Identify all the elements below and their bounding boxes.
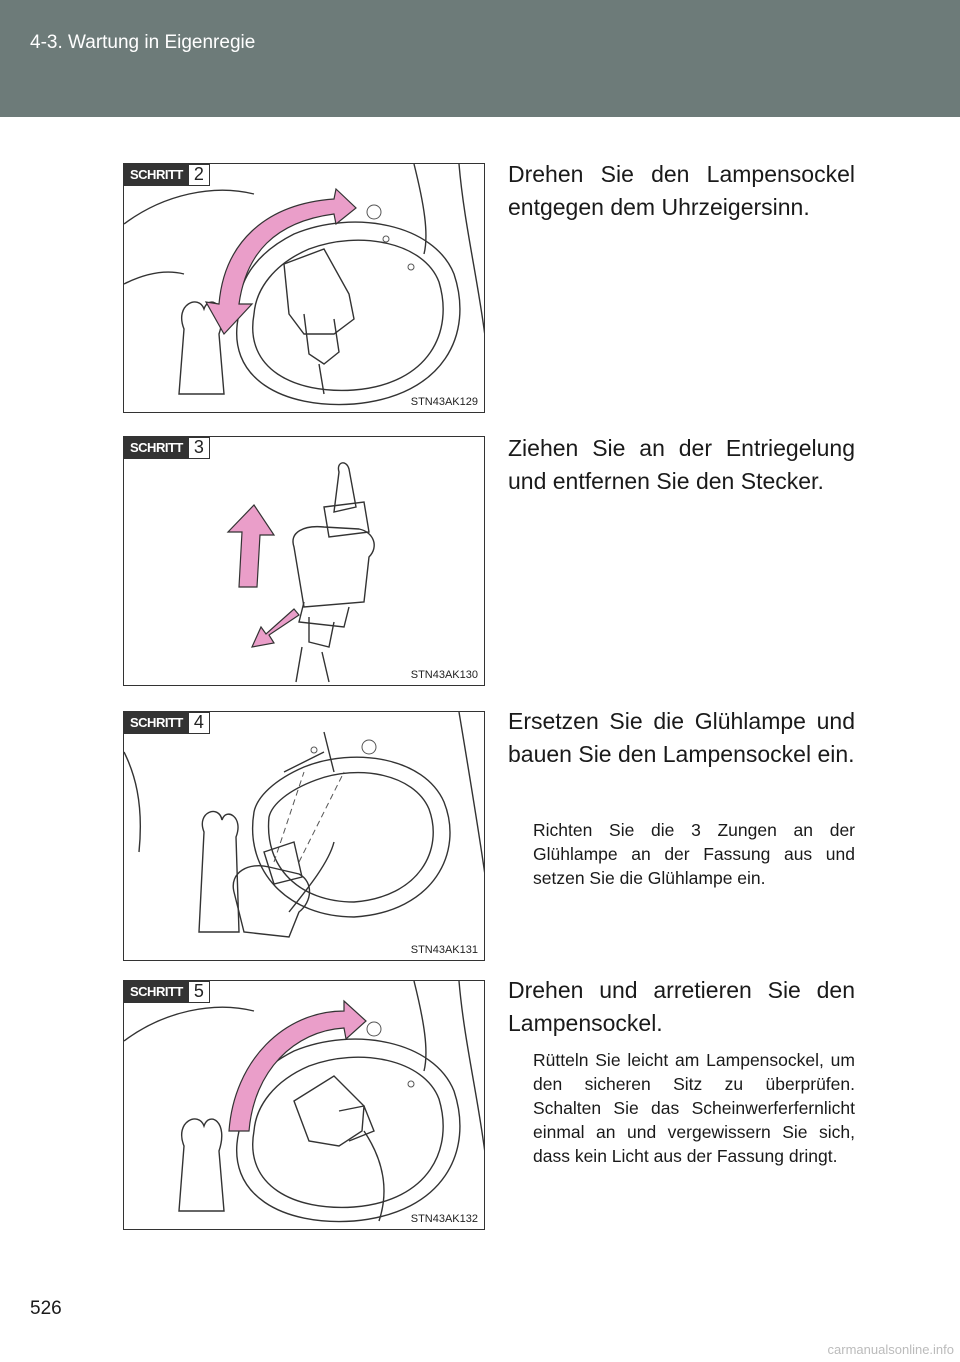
step-badge: SCHRITT 5 xyxy=(124,981,210,1003)
step-3-title: Ziehen Sie an der Entriegelung und entfe… xyxy=(508,435,855,494)
section-header: 4-3. Wartung in Eigenregie xyxy=(0,0,960,117)
footer-watermark[interactable]: carmanualsonline.info xyxy=(827,1342,954,1357)
step-5-note: Rütteln Sie leicht am Lampensockel, um d… xyxy=(533,1050,855,1166)
figure-step-2: SCHRITT 2 STN43AK129 xyxy=(123,163,485,413)
step-badge: SCHRITT 3 xyxy=(124,437,210,459)
step-badge: SCHRITT 2 xyxy=(124,164,210,186)
section-title: 4-3. Wartung in Eigenregie xyxy=(30,32,256,53)
figure-code: STN43AK131 xyxy=(410,944,478,956)
step-5-title: Drehen und arretieren Sie den Lampensock… xyxy=(508,977,855,1036)
illustration-bulb-connector-removal xyxy=(226,462,375,683)
step-badge: SCHRITT 4 xyxy=(124,712,210,734)
step-2-title: Drehen Sie den Lampensockel entgegen dem… xyxy=(508,161,855,220)
figure-code: STN43AK130 xyxy=(410,669,478,681)
figure-step-3: SCHRITT 3 STN43AK130 xyxy=(123,436,485,686)
step-4-title: Ersetzen Sie die Glühlampe und bauen Sie… xyxy=(508,708,855,767)
illustration-headlight-rotate-lock xyxy=(124,981,484,1223)
figure-step-5: SCHRITT 5 STN43AK132 xyxy=(123,980,485,1230)
step-badge-label: SCHRITT xyxy=(124,437,189,459)
step-4-note: Richten Sie die 3 Zungen an der Glühlamp… xyxy=(533,820,855,888)
step-number: 4 xyxy=(188,712,210,734)
step-number: 3 xyxy=(188,437,210,459)
step-number: 2 xyxy=(188,164,210,186)
figure-step-4: SCHRITT 4 STN43AK131 xyxy=(123,711,485,961)
step-badge-label: SCHRITT xyxy=(124,712,189,734)
step-number: 5 xyxy=(188,981,210,1003)
step-badge-label: SCHRITT xyxy=(124,164,189,186)
illustration-headlight-rotate-ccw xyxy=(124,164,484,406)
page-number: 526 xyxy=(30,1298,62,1319)
figure-code: STN43AK129 xyxy=(410,396,478,408)
figure-code: STN43AK132 xyxy=(410,1213,478,1225)
illustration-bulb-replacement xyxy=(124,712,484,938)
step-badge-label: SCHRITT xyxy=(124,981,189,1003)
